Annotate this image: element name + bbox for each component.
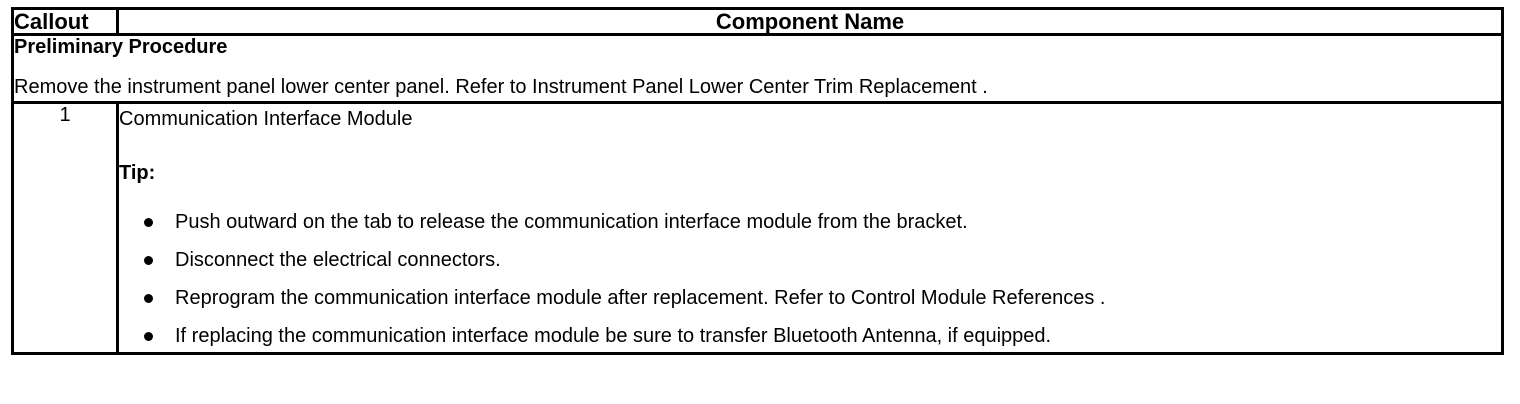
bullet-dot-icon bbox=[144, 256, 153, 266]
component-name-text: Communication Interface Module bbox=[119, 108, 413, 131]
list-item: Reprogram the communication interface mo… bbox=[119, 286, 1501, 310]
column-header-callout: Callout bbox=[11, 6, 119, 37]
list-item-text: Push outward on the tab to release the c… bbox=[175, 211, 968, 234]
callout-number: 1 bbox=[11, 101, 119, 356]
bullet-dot-icon bbox=[144, 332, 153, 342]
preliminary-procedure-row: Preliminary Procedure Remove the instrum… bbox=[11, 33, 1504, 105]
bullet-dot-icon bbox=[144, 218, 153, 228]
tip-bullet-list: Push outward on the tab to release the c… bbox=[119, 210, 1501, 348]
bullet-dot-icon bbox=[144, 294, 153, 304]
list-item: Disconnect the electrical connectors. bbox=[119, 248, 1501, 272]
preliminary-procedure-title: Preliminary Procedure bbox=[14, 36, 228, 59]
list-item-text: If replacing the communication interface… bbox=[175, 325, 1052, 348]
component-description-cell: Communication Interface Module Tip: Push… bbox=[116, 101, 1504, 356]
list-item: If replacing the communication interface… bbox=[119, 324, 1501, 348]
preliminary-procedure-text: Remove the instrument panel lower center… bbox=[14, 76, 988, 99]
table-header-row: Callout Component Name bbox=[11, 6, 1504, 37]
list-item-text: Disconnect the electrical connectors. bbox=[175, 249, 501, 272]
column-header-component-name: Component Name bbox=[116, 6, 1504, 37]
tip-label: Tip: bbox=[119, 162, 156, 185]
table-row: 1 Communication Interface Module Tip: Pu… bbox=[11, 101, 1504, 356]
list-item: Push outward on the tab to release the c… bbox=[119, 210, 1501, 234]
list-item-text: Reprogram the communication interface mo… bbox=[175, 287, 1106, 310]
preliminary-procedure-cell: Preliminary Procedure Remove the instrum… bbox=[11, 33, 1504, 105]
component-callout-table: Callout Component Name Preliminary Proce… bbox=[11, 6, 1504, 356]
